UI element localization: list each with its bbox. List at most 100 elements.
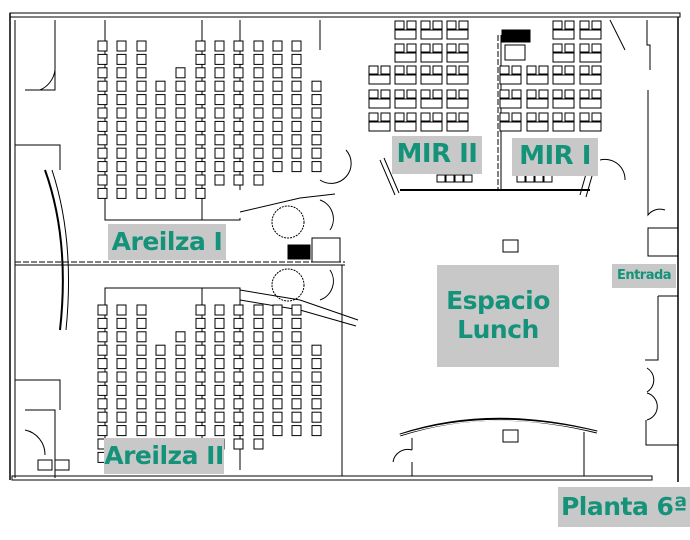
seat [291, 147, 302, 159]
seat [214, 80, 225, 92]
seat [233, 317, 244, 329]
seat [97, 161, 108, 173]
seat [233, 331, 244, 343]
seat [446, 98, 469, 109]
seat [579, 29, 602, 40]
seat [291, 384, 302, 396]
seat [195, 411, 206, 423]
seat [311, 80, 322, 92]
seat [175, 80, 186, 92]
seat [233, 358, 244, 370]
seat [175, 398, 186, 410]
seat [155, 371, 166, 383]
seat [214, 398, 225, 410]
seat [155, 94, 166, 106]
seat [291, 94, 302, 106]
seat [499, 65, 510, 75]
seat [579, 89, 590, 99]
seat [552, 65, 563, 75]
seat [155, 134, 166, 146]
seat [311, 425, 322, 437]
seat [195, 80, 206, 92]
seat [253, 67, 264, 79]
seat [291, 40, 302, 52]
seat [291, 411, 302, 423]
seat [368, 112, 379, 122]
seat [97, 120, 108, 132]
seat [272, 384, 283, 396]
seat [291, 331, 302, 343]
seat [175, 371, 186, 383]
seat [272, 425, 283, 437]
seat [155, 425, 166, 437]
seat [272, 147, 283, 159]
seat [97, 371, 108, 383]
seat [233, 304, 244, 316]
seat [579, 65, 590, 75]
seat [214, 411, 225, 423]
seat [253, 94, 264, 106]
seat [311, 411, 322, 423]
entrance-label: Entrada [612, 264, 676, 288]
seat [233, 53, 244, 65]
seat [155, 411, 166, 423]
seat [195, 398, 206, 410]
seat [214, 120, 225, 132]
seat [420, 89, 431, 99]
seat [233, 425, 244, 437]
seat [368, 65, 379, 75]
seat [97, 358, 108, 370]
seat [458, 65, 469, 75]
seat [155, 147, 166, 159]
seat [463, 174, 473, 183]
seat [253, 174, 264, 186]
seat [272, 53, 283, 65]
seat [97, 411, 108, 423]
seat [195, 53, 206, 65]
seat [291, 161, 302, 173]
seat [233, 344, 244, 356]
seat [552, 29, 575, 40]
seat [525, 174, 535, 183]
seat [155, 161, 166, 173]
seat [116, 344, 127, 356]
seat [136, 40, 147, 52]
seat [116, 53, 127, 65]
seat [97, 174, 108, 186]
seat [432, 112, 443, 122]
seat [579, 112, 590, 122]
seat [175, 425, 186, 437]
seat [291, 120, 302, 132]
seat [534, 174, 544, 183]
seat [136, 425, 147, 437]
seat [291, 398, 302, 410]
seat [195, 304, 206, 316]
seat [552, 52, 575, 63]
seat [446, 43, 457, 53]
seat [97, 384, 108, 396]
seat [499, 89, 510, 99]
seat [311, 94, 322, 106]
seat [214, 107, 225, 119]
seat [175, 107, 186, 119]
seat [552, 112, 563, 122]
seat [291, 80, 302, 92]
seat [175, 161, 186, 173]
seat [116, 40, 127, 52]
seat [526, 121, 549, 132]
seat [511, 112, 522, 122]
seat [116, 331, 127, 343]
seat [394, 29, 417, 40]
seat [116, 411, 127, 423]
seat [579, 52, 602, 63]
seat [406, 112, 417, 122]
seat [195, 94, 206, 106]
seat [155, 187, 166, 199]
seat [272, 317, 283, 329]
seat [368, 121, 391, 132]
seat [175, 67, 186, 79]
seat [291, 358, 302, 370]
seat [116, 134, 127, 146]
seat [564, 112, 575, 122]
north-wall [9, 12, 681, 18]
